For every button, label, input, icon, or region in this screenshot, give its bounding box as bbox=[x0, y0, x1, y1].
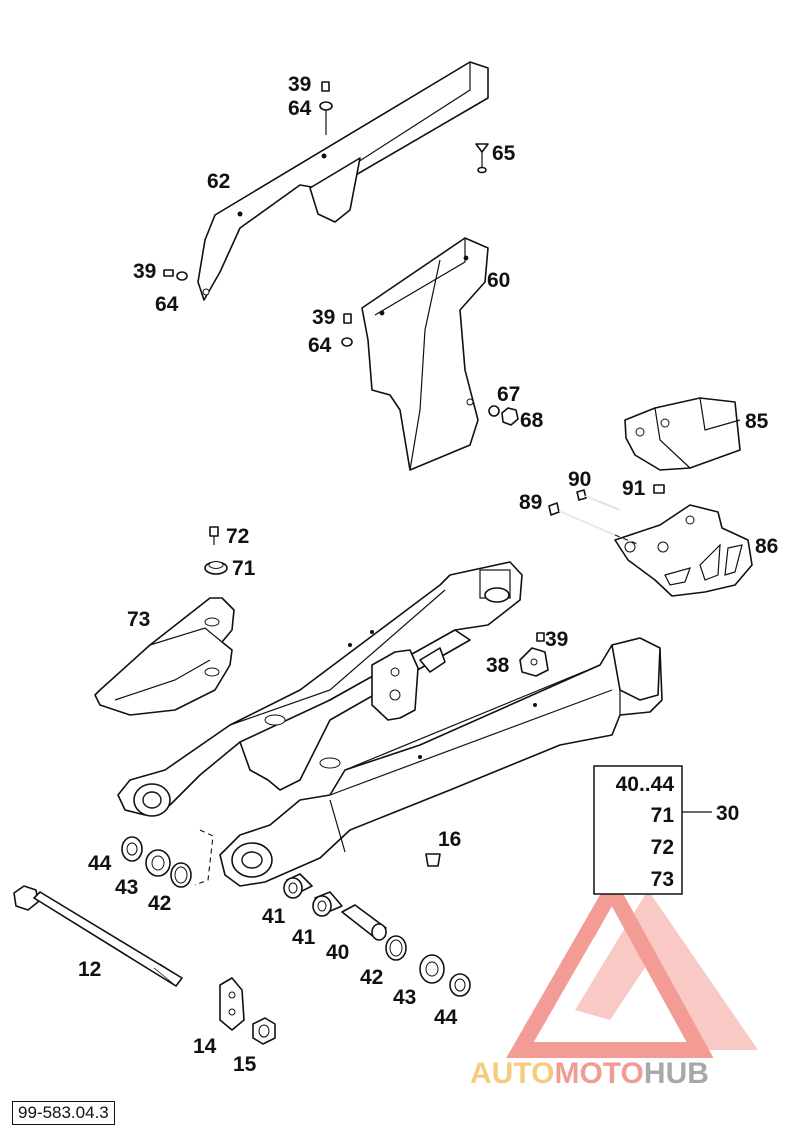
callout-68: 68 bbox=[520, 409, 544, 432]
callout-38: 38 bbox=[486, 654, 510, 677]
callout-72: 72 bbox=[226, 525, 249, 548]
callout-67: 67 bbox=[497, 383, 520, 406]
bearing-stack-right bbox=[283, 873, 471, 997]
callout-15: 15 bbox=[233, 1053, 257, 1076]
chain-guide-plate bbox=[614, 504, 753, 597]
clamp-38-39 bbox=[519, 632, 549, 677]
chain-slider bbox=[94, 597, 235, 716]
callout-39: 39 bbox=[288, 73, 311, 96]
pivot-bolt bbox=[13, 885, 183, 987]
callout-85: 85 bbox=[745, 410, 769, 433]
bearing-stack-left bbox=[121, 836, 192, 888]
callout-16: 16 bbox=[438, 828, 461, 851]
callout-64: 64 bbox=[155, 293, 179, 316]
bolts-89-91 bbox=[548, 484, 665, 546]
kit-item-4: 73 bbox=[651, 868, 674, 891]
callout-30: 30 bbox=[716, 802, 739, 825]
document-code: 99-583.04.3 bbox=[12, 1101, 115, 1125]
swingarm bbox=[117, 561, 663, 887]
callout-60: 60 bbox=[487, 269, 510, 292]
chain-guide-block bbox=[624, 397, 741, 471]
kit-item-2: 71 bbox=[651, 804, 675, 827]
plug-16 bbox=[425, 853, 441, 867]
svg-text:AUTOMOTOHUB: AUTOMOTOHUB bbox=[470, 1057, 709, 1090]
callout-14: 14 bbox=[193, 1035, 217, 1058]
callout-89: 89 bbox=[519, 491, 542, 514]
callout-64: 64 bbox=[308, 334, 332, 357]
watermark-moto: MOTO bbox=[554, 1057, 643, 1090]
kit-item-3: 72 bbox=[651, 836, 674, 859]
callout-44: 44 bbox=[434, 1006, 458, 1029]
watermark-text: AUTOMOTOHUB bbox=[470, 1057, 709, 1090]
callout-42: 42 bbox=[148, 892, 171, 915]
callout-65: 65 bbox=[492, 142, 516, 165]
kit-box: 40..44 71 72 73 bbox=[593, 765, 712, 895]
callout-39: 39 bbox=[545, 628, 568, 651]
callout-39: 39 bbox=[133, 260, 156, 283]
callout-71: 71 bbox=[232, 557, 256, 580]
callout-42: 42 bbox=[360, 966, 383, 989]
callout-73: 73 bbox=[127, 608, 150, 631]
kit-item-1: 40..44 bbox=[616, 773, 675, 796]
plate-14 bbox=[219, 977, 245, 1031]
callout-91: 91 bbox=[622, 477, 646, 500]
callout-62: 62 bbox=[207, 170, 230, 193]
callout-44: 44 bbox=[88, 852, 112, 875]
callout-43: 43 bbox=[115, 876, 138, 899]
callout-41: 41 bbox=[262, 905, 286, 928]
chain-guard-lower bbox=[361, 237, 489, 471]
callout-39: 39 bbox=[312, 306, 335, 329]
callout-90: 90 bbox=[568, 468, 591, 491]
callout-12: 12 bbox=[78, 958, 101, 981]
callout-43: 43 bbox=[393, 986, 416, 1009]
nut-15 bbox=[252, 1017, 276, 1045]
watermark-auto: AUTO bbox=[470, 1057, 554, 1090]
watermark-hub: HUB bbox=[644, 1057, 709, 1090]
chain-guard-top bbox=[197, 61, 489, 301]
watermark-logo bbox=[506, 873, 758, 1058]
callout-86: 86 bbox=[755, 535, 778, 558]
callout-40: 40 bbox=[326, 941, 349, 964]
callout-64: 64 bbox=[288, 97, 312, 120]
cap-and-screw bbox=[204, 526, 228, 575]
fasteners-top bbox=[163, 81, 519, 426]
callouts: 39 64 65 62 39 64 60 39 64 67 68 85 90 9… bbox=[78, 73, 778, 1076]
callout-41: 41 bbox=[292, 926, 316, 949]
